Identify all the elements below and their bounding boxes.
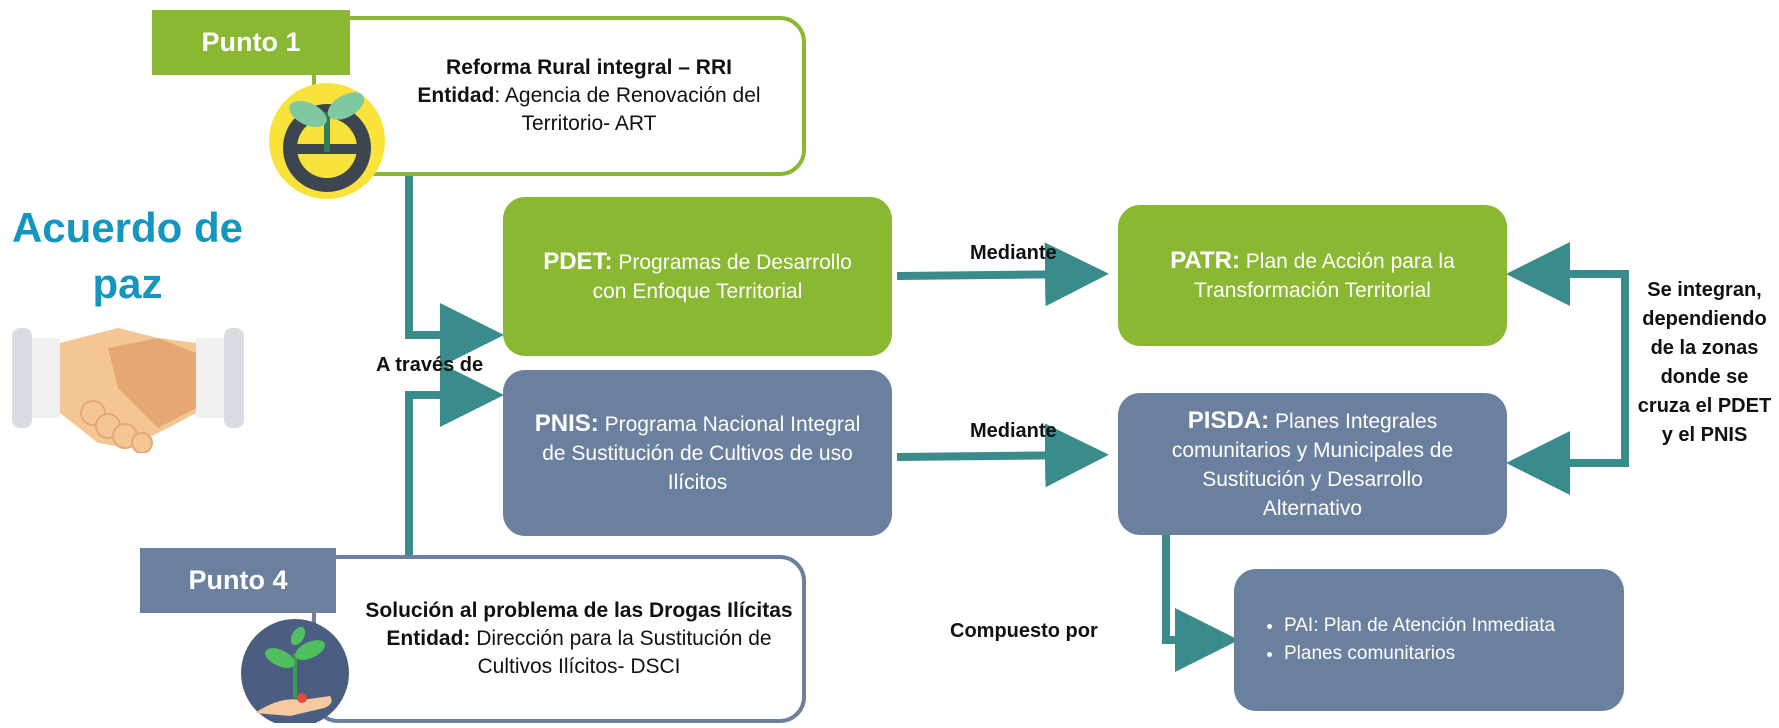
pdet-acronym: PDET:: [543, 248, 613, 275]
pisda-box: PISDA: Planes Integrales comunitarios y …: [1118, 393, 1507, 535]
punto1-box: Reforma Rural integral – RRI Entidad: Ag…: [312, 16, 806, 176]
hand-plant-icon: [240, 618, 350, 727]
arrow-punto4-to-pnis: [405, 363, 504, 555]
arrow-pnis-to-pisda: [896, 423, 1109, 488]
arrow-punto1-to-pdet: [405, 175, 504, 367]
patr-box: PATR: Plan de Acción para la Transformac…: [1118, 205, 1507, 346]
punto1-tab: Punto 1: [152, 10, 350, 75]
punto1-entity-cont: Territorio- ART: [521, 112, 657, 135]
components-list: PAI: Plan de Atención Inmediata Planes c…: [1262, 612, 1555, 668]
label-mediante-top: Mediante: [970, 242, 1057, 264]
handshake-icon: [8, 318, 248, 454]
gear-plant-icon: [268, 82, 386, 200]
pdet-box: PDET: Programas de Desarrollo con Enfoqu…: [503, 197, 892, 356]
punto4-box: Solución al problema de las Drogas Ilíci…: [312, 555, 806, 723]
pnis-box: PNIS: Programa Nacional Integral de Sust…: [503, 370, 892, 536]
patr-acronym: PATR:: [1170, 247, 1240, 274]
punto4-title: Solución al problema de las Drogas Ilíci…: [365, 599, 793, 622]
components-box: PAI: Plan de Atención Inmediata Planes c…: [1234, 569, 1624, 711]
label-a-traves-de: A través de: [376, 354, 484, 376]
side-note: Se integran, dependiendo de la zonas don…: [1637, 279, 1772, 446]
arrow-pdet-to-patr: [896, 242, 1109, 307]
label-mediante-bottom: Mediante: [970, 420, 1057, 442]
title-line-2: paz: [92, 260, 163, 307]
list-item: Planes comunitarios: [1284, 640, 1555, 668]
pisda-acronym: PISDA:: [1187, 406, 1270, 434]
punto4-tab: Punto 4: [140, 548, 336, 613]
arrow-side-to-pisda: [1506, 380, 1629, 495]
list-item: PAI: Plan de Atención Inmediata: [1284, 612, 1555, 640]
arrow-pisda-to-components: [1162, 535, 1239, 672]
diagram-title: Acuerdo de paz: [0, 200, 255, 312]
pnis-acronym: PNIS:: [534, 410, 599, 437]
punto1-title: Reforma Rural integral – RRI: [446, 56, 732, 79]
title-line-1: Acuerdo de: [11, 204, 244, 251]
label-compuesto-por: Compuesto por: [950, 620, 1098, 642]
punto1-entity: Entidad: Agencia de Renovación del: [417, 84, 761, 107]
punto4-entity: Entidad: Dirección para la Sustitución d…: [386, 627, 772, 650]
punto4-entity-cont: Cultivos Ilícitos- DSCI: [477, 655, 681, 678]
arrow-side-to-patr: [1506, 242, 1629, 465]
